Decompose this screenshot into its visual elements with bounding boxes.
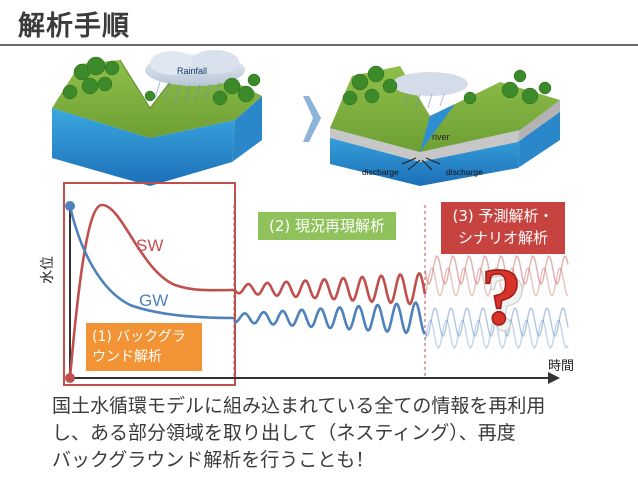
y-axis-label: 水位 — [40, 256, 56, 284]
x-axis-label: 時間 — [548, 359, 574, 374]
question-mark: ? — [481, 251, 522, 342]
description-text: 国土水循環モデルに組み込まれている全ての情報を再利用 し、ある部分領域を取り出し… — [52, 393, 612, 474]
gw-scenario-trace-a — [424, 306, 569, 338]
phase1-label-line2: ウンド解析 — [92, 349, 162, 365]
phase1-label-box: (1) バックグラ ウンド解析 — [86, 323, 202, 371]
discharge-left-label: discharge — [362, 167, 399, 177]
title-divider — [0, 44, 638, 46]
background-analysis-frame — [63, 182, 236, 386]
gw-label: GW — [139, 291, 168, 310]
transition-arrow — [303, 96, 321, 142]
sw-scenario-trace-b — [424, 266, 569, 298]
x-axis-arrowhead — [548, 372, 560, 384]
phase3-label-line2: シナリオ解析 — [457, 229, 548, 247]
gw-curve-background — [68, 205, 235, 320]
discharge-right-label: discharge — [446, 167, 483, 177]
phase1-label-line1: (1) バックグラ — [92, 329, 186, 345]
gw-scenario-trace-b — [424, 319, 569, 349]
sw-curve-background — [68, 203, 235, 379]
phase2-label: (2) 現況再現解析 — [268, 217, 386, 235]
gw-curve-hindcast — [233, 301, 426, 335]
question-mark-graphic: ? ? — [480, 250, 527, 348]
oscillation-curves — [232, 254, 569, 349]
description-line-3: バックグラウンド解析を行うことも！ — [52, 449, 375, 471]
description-line-1: 国土水循環モデルに組み込まれている全ての情報を再利用 — [52, 395, 546, 417]
right-terrain-illustration — [330, 65, 560, 186]
rainfall-label: Rainfall — [177, 66, 207, 76]
svg-text:?: ? — [486, 257, 527, 348]
left-terrain-illustration — [52, 50, 262, 186]
phase3-label-line1: (3) 予測解析・ — [452, 207, 554, 225]
description-line-2: し、ある部分領域を取り出して（ネスティング）、再度 — [52, 422, 516, 444]
river-label: river — [432, 132, 450, 142]
page-title: 解析手順 — [18, 11, 130, 42]
sw-label: SW — [136, 236, 163, 255]
sw-curve-hindcast — [232, 271, 427, 306]
phase2-label-box: (2) 現況再現解析 — [258, 212, 396, 240]
sw-scenario-trace-a — [424, 254, 569, 286]
phase3-label-box: (3) 予測解析・ シナリオ解析 — [441, 202, 565, 254]
